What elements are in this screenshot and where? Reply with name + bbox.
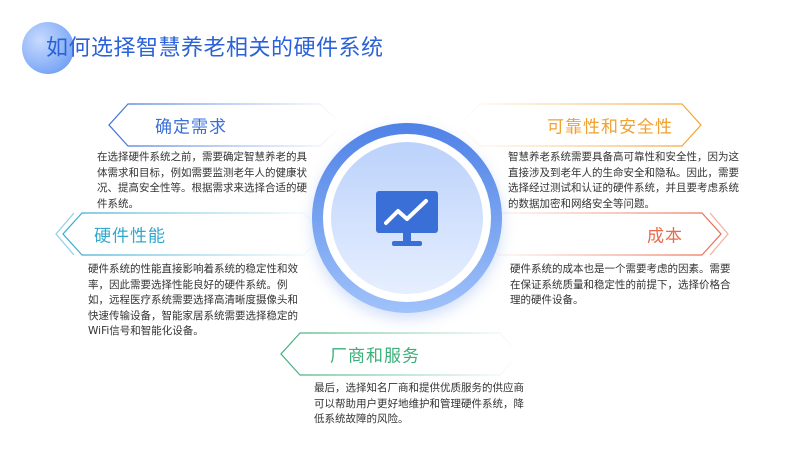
- banner-performance-label: 硬件性能: [94, 226, 166, 247]
- banner-cost-label: 成本: [647, 226, 683, 247]
- needs-description: 在选择硬件系统之前，需要确定智慧养老的具体需求和目标，例如需要监测老年人的健康状…: [97, 151, 307, 210]
- banner-performance: 硬件性能: [55, 212, 324, 256]
- banner-reliability-label: 可靠性和安全性: [547, 117, 673, 138]
- banner-reliability: 可靠性和安全性: [458, 103, 702, 147]
- monitor-chart-icon: [376, 191, 438, 246]
- banner-needs-frame: [108, 103, 343, 147]
- banner-needs: 确定需求: [108, 103, 344, 147]
- center-medallion: [312, 123, 502, 313]
- vendor-description: 最后，选择知名厂商和提供优质服务的供应商可以帮助用户更好地维护和管理硬件系统，降…: [314, 382, 524, 425]
- banner-reliability-frame: [458, 103, 702, 147]
- banner-cost: 成本: [478, 212, 729, 256]
- banner-vendor-frame: [280, 332, 520, 376]
- banner-vendor: 厂商和服务: [280, 332, 520, 376]
- banner-needs-label: 确定需求: [155, 117, 227, 138]
- banner-vendor-label: 厂商和服务: [330, 346, 420, 367]
- page-title: 如何选择智慧养老相关的硬件系统: [46, 36, 384, 61]
- cost-description: 硬件系统的成本也是一个需要考虑的因素。需要在保证系统质量和稳定性的前提下，选择价…: [510, 263, 731, 306]
- performance-description: 硬件系统的性能直接影响着系统的稳定性和效率，因此需要选择性能良好的硬件系统。例如…: [88, 263, 298, 337]
- banner-performance-frame: [55, 212, 324, 256]
- reliability-description: 智慧养老系统需要具备高可靠性和安全性，因为这直接涉及到老年人的生命安全和隐私。因…: [508, 151, 739, 210]
- title-decoration-orb: [22, 22, 74, 74]
